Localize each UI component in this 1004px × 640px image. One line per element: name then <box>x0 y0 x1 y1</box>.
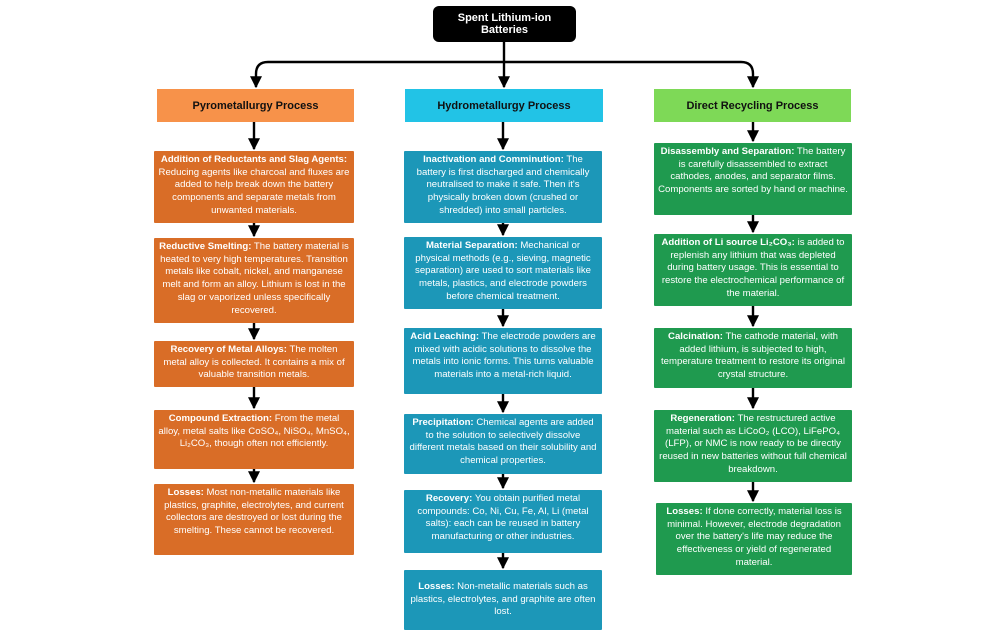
step-addition-of-reductants: Addition of Reductants and Slag Agents: … <box>154 151 354 223</box>
step-recovery: Recovery: You obtain purified metal comp… <box>404 490 602 553</box>
header-hydrometallurgy: Hydrometallurgy Process <box>405 89 603 122</box>
step-recovery-of-metal-alloys: Recovery of Metal Alloys: The molten met… <box>154 341 354 387</box>
header-pyrometallurgy: Pyrometallurgy Process <box>157 89 354 122</box>
header-direct-recycling: Direct Recycling Process <box>654 89 851 122</box>
step-regeneration: Regeneration: The restructured active ma… <box>654 410 852 482</box>
step-losses-pyro: Losses: Most non-metallic materials like… <box>154 484 354 555</box>
step-disassembly-and-separation: Disassembly and Separation: The battery … <box>654 143 852 215</box>
step-losses-direct: Losses: If done correctly, material loss… <box>656 503 852 575</box>
step-precipitation: Precipitation: Chemical agents are added… <box>404 414 602 474</box>
step-calcination: Calcination: The cathode material, with … <box>654 328 852 388</box>
root-node: Spent Lithium-ion Batteries <box>433 6 576 42</box>
step-compound-extraction: Compound Extraction: From the metal allo… <box>154 410 354 469</box>
step-addition-of-li-source: Addition of Li source Li₂CO₃: is added t… <box>654 234 852 306</box>
step-acid-leaching: Acid Leaching: The electrode powders are… <box>404 328 602 394</box>
step-reductive-smelting: Reductive Smelting: The battery material… <box>154 238 354 323</box>
step-losses-hydro: Losses: Non-metallic materials such as p… <box>404 570 602 630</box>
step-material-separation: Material Separation: Mechanical or physi… <box>404 237 602 309</box>
branch-right <box>504 60 759 89</box>
branch-left <box>250 60 504 89</box>
step-inactivation-and-comminution: Inactivation and Comminution: The batter… <box>404 151 602 223</box>
